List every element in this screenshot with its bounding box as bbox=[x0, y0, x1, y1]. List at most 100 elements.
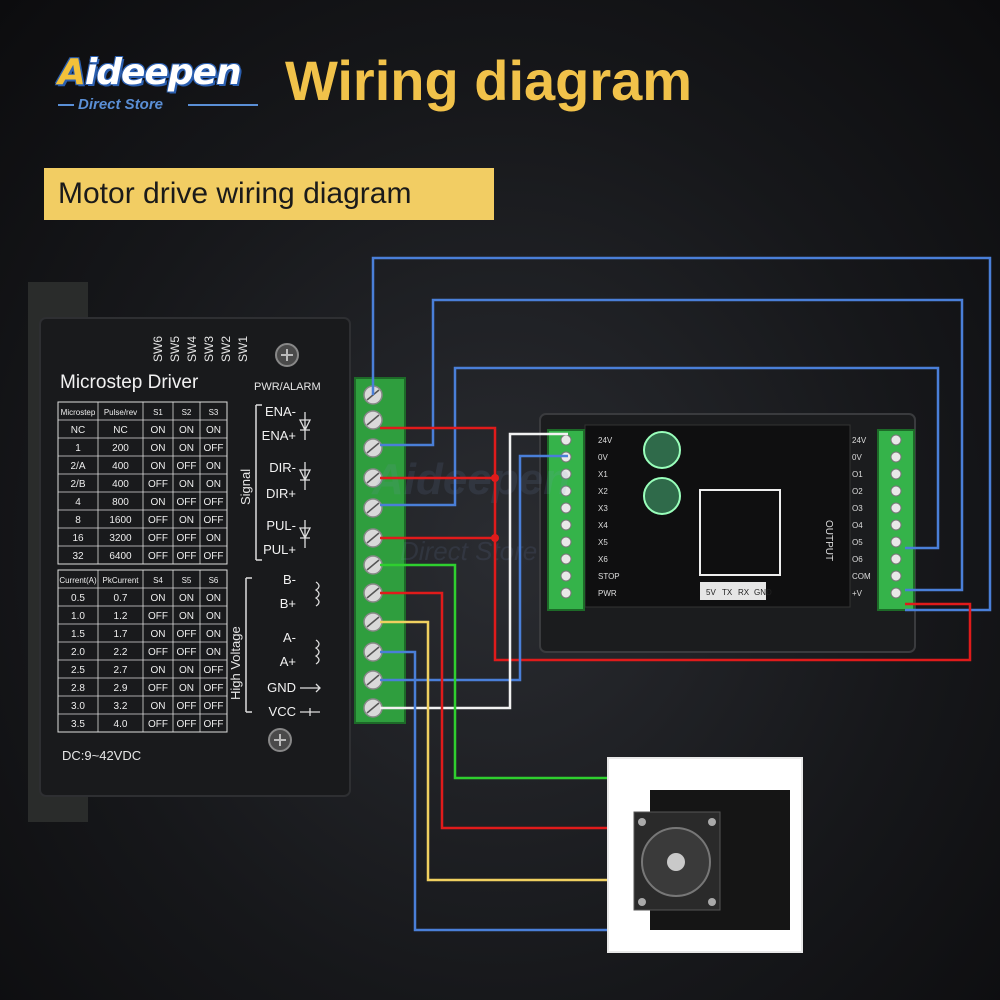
table-cell: 6400 bbox=[109, 551, 132, 562]
logo-divider-right bbox=[188, 104, 258, 106]
switch-label: SW1 bbox=[236, 336, 250, 362]
screw-slot bbox=[366, 587, 380, 599]
controller-output-label: COM bbox=[852, 572, 871, 581]
table-cell: ON bbox=[179, 593, 194, 604]
table-cell: ON bbox=[179, 479, 194, 490]
controller-output-label: O3 bbox=[852, 504, 863, 513]
chip-outline bbox=[699, 489, 781, 576]
table-cell: OFF bbox=[177, 497, 197, 508]
table-cell: ON bbox=[151, 443, 166, 454]
table-cell: 200 bbox=[112, 443, 129, 454]
table-cell: 0.7 bbox=[114, 593, 128, 604]
table-cell: OFF bbox=[177, 647, 197, 658]
table-cell: OFF bbox=[177, 701, 197, 712]
controller-input-label: X1 bbox=[598, 470, 608, 479]
logo-first-letter: A bbox=[58, 52, 86, 93]
table-cell: OFF bbox=[148, 515, 168, 526]
table-cell: OFF bbox=[148, 647, 168, 658]
switch-label: SW2 bbox=[219, 336, 233, 362]
output-label: OUTPUT bbox=[823, 520, 834, 561]
table-cell: ON bbox=[206, 647, 221, 658]
wire-junction bbox=[491, 474, 499, 482]
table-cell: OFF bbox=[204, 443, 224, 454]
switch-label: SW6 bbox=[151, 336, 165, 362]
screw-slot bbox=[274, 734, 286, 746]
table-cell: 2.9 bbox=[114, 683, 128, 694]
table-cell: ON bbox=[179, 443, 194, 454]
terminal-screw-icon bbox=[560, 485, 572, 497]
logo-text: ideepen bbox=[84, 52, 242, 93]
table-cell: ON bbox=[206, 533, 221, 544]
serial-header bbox=[700, 582, 766, 600]
wire-red-ena-plus bbox=[380, 426, 972, 662]
table-cell: 3.2 bbox=[114, 701, 128, 712]
switch-label: SW4 bbox=[185, 336, 199, 362]
controller-input-label: 0V bbox=[598, 453, 608, 462]
table-cell: ON bbox=[206, 479, 221, 490]
table-cell: ON bbox=[206, 593, 221, 604]
table-cell: ON bbox=[151, 461, 166, 472]
table-cell: OFF bbox=[204, 551, 224, 562]
screw-slot bbox=[366, 414, 380, 426]
controller-input-label: PWR bbox=[598, 589, 617, 598]
controller-input-label: 24V bbox=[598, 436, 613, 445]
signal-bracket bbox=[255, 404, 262, 561]
table-cell: 400 bbox=[112, 479, 129, 490]
mount-hole bbox=[638, 898, 646, 906]
screw-slot bbox=[366, 532, 380, 544]
table-cell: 2/B bbox=[70, 479, 85, 490]
terminal-screw-icon bbox=[560, 468, 572, 480]
controller-input-label: X5 bbox=[598, 538, 608, 547]
table-header: Pulse/rev bbox=[104, 408, 137, 417]
table-cell: ON bbox=[151, 425, 166, 436]
table-header: PkCurrent bbox=[102, 576, 139, 585]
table-cell: ON bbox=[151, 629, 166, 640]
wire-green-b-minus bbox=[380, 563, 607, 780]
logo-tagline: Direct Store bbox=[78, 96, 164, 113]
screw-slot bbox=[281, 349, 293, 361]
wire-blue-dir bbox=[380, 298, 964, 592]
table-cell: 2.0 bbox=[71, 647, 85, 658]
table-cell: OFF bbox=[177, 461, 197, 472]
serial-pin-label: GND bbox=[754, 588, 772, 597]
table-cell: OFF bbox=[204, 515, 224, 526]
table-cell: 2.2 bbox=[114, 647, 128, 658]
terminal-label: B+ bbox=[280, 596, 296, 611]
table-cell: OFF bbox=[148, 683, 168, 694]
mount-hole bbox=[708, 898, 716, 906]
signal-label: Signal bbox=[238, 469, 253, 505]
switch-label: SW3 bbox=[202, 336, 216, 362]
serial-pin-label: TX bbox=[722, 588, 733, 597]
table-cell: ON bbox=[206, 425, 221, 436]
controller-output-label: O2 bbox=[852, 487, 863, 496]
logo-divider-left bbox=[58, 104, 74, 106]
terminal-screw-icon bbox=[560, 570, 572, 582]
terminal-screw-icon bbox=[890, 468, 902, 480]
capacitor-icon bbox=[643, 431, 681, 469]
table-header: S1 bbox=[153, 408, 163, 417]
screw-slot bbox=[366, 472, 380, 484]
terminal-label: PUL+ bbox=[263, 542, 296, 557]
table-cell: OFF bbox=[148, 533, 168, 544]
terminal-screw-icon bbox=[560, 553, 572, 565]
terminal-screw-icon bbox=[560, 519, 572, 531]
led-symbol bbox=[298, 520, 312, 548]
dc-voltage-label: DC:9~42VDC bbox=[62, 748, 141, 763]
table-cell: ON bbox=[206, 629, 221, 640]
controller-input-label: X3 bbox=[598, 504, 608, 513]
terminal-screw-icon bbox=[890, 587, 902, 599]
table-header: Current(A) bbox=[59, 576, 97, 585]
controller-input-label: STOP bbox=[598, 572, 620, 581]
terminal-label: DIR+ bbox=[266, 486, 296, 501]
controller-output-label: O5 bbox=[852, 538, 863, 547]
table-header: Microstep bbox=[61, 408, 96, 417]
wire-blue-a-plus bbox=[380, 650, 607, 932]
terminal-block-body bbox=[354, 377, 406, 724]
terminal-screw-icon bbox=[890, 553, 902, 565]
wire-blue-pul bbox=[380, 366, 940, 550]
